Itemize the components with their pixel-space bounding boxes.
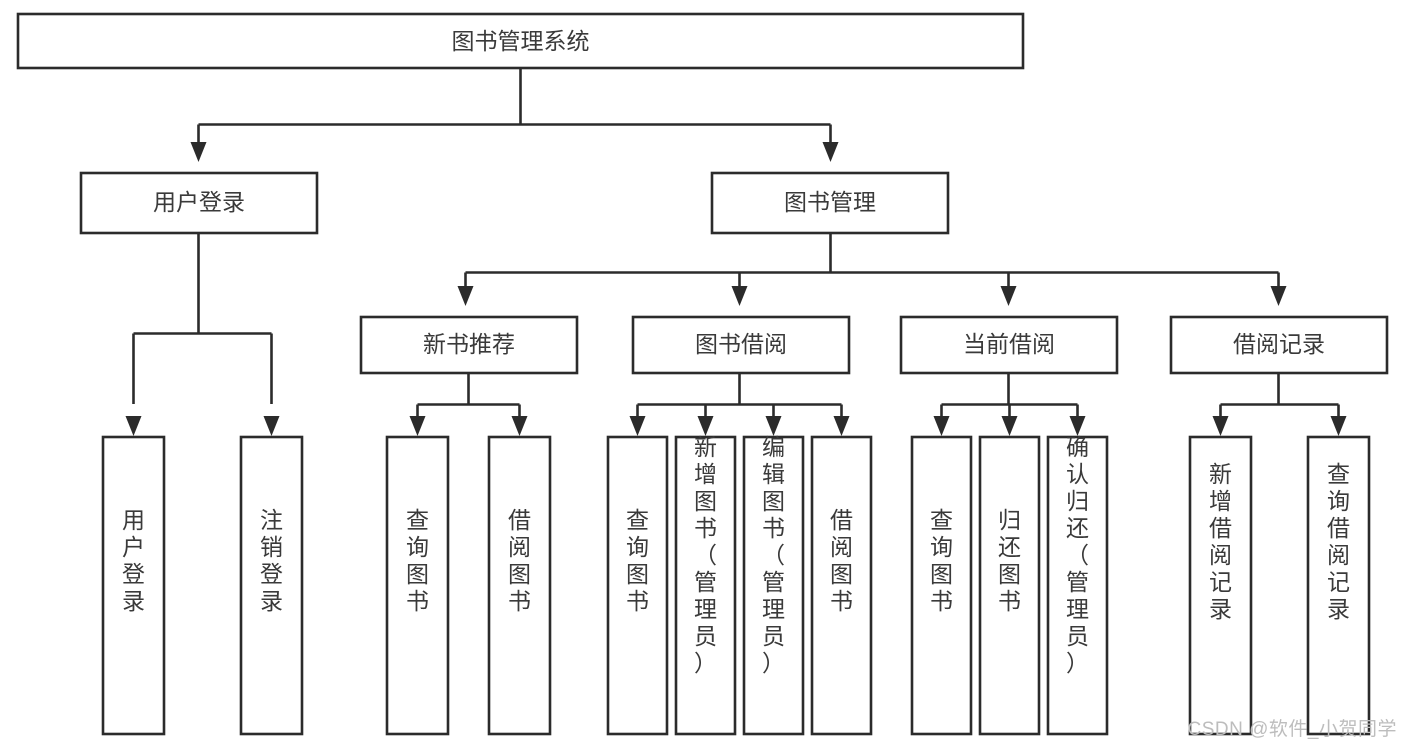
node-label-leaf-current-borrow-1: 归还图书 (998, 507, 1021, 614)
node-box-leaf-book-borrow-0 (606, 435, 669, 736)
arrow-icon-leaf-user-login-1 (263, 416, 280, 436)
node-box-leaf-book-borrow-3 (810, 435, 873, 736)
node-label-leaf-book-borrow-3: 借阅图书 (830, 507, 853, 614)
leaf-node-new-book-recommend-1[interactable]: 借阅图书 (487, 435, 552, 736)
arrow-icon-new-book (457, 286, 474, 306)
leaf-node-book-borrow-1[interactable]: 新增图书（管理员） (674, 434, 737, 736)
node-box-user-login (79, 171, 319, 235)
arrow-icon-leaf-new-book-0 (409, 416, 426, 436)
node-box-leaf-current-borrow-1 (978, 435, 1041, 736)
arrow-icon-current-borrow (1000, 286, 1017, 306)
node-label-leaf-user-login-1: 注销登录 (260, 507, 283, 614)
node-label-leaf-borrow-record-0: 新增借阅记录 (1209, 461, 1232, 622)
node-new-book-recommend[interactable]: 新书推荐 (359, 315, 579, 375)
node-current-borrow[interactable]: 当前借阅 (899, 315, 1119, 375)
node-borrow-record[interactable]: 借阅记录 (1169, 315, 1389, 375)
arrow-icon-leaf-book-borrow-0 (629, 416, 646, 436)
arrow-icon-leaf-book-borrow-2 (765, 416, 782, 436)
node-box-new-book-recommend (359, 315, 579, 375)
leaf-node-borrow-record-1[interactable]: 查询借阅记录 (1306, 435, 1371, 736)
node-label-current-borrow: 当前借阅 (963, 331, 1055, 357)
arrow-icon-leaf-book-borrow-3 (833, 416, 850, 436)
node-box-leaf-borrow-record-1 (1306, 435, 1371, 736)
node-label-book-management: 图书管理 (784, 189, 876, 215)
node-label-leaf-borrow-record-1: 查询借阅记录 (1327, 461, 1350, 622)
node-label-new-book-recommend: 新书推荐 (423, 331, 515, 357)
node-label-borrow-record: 借阅记录 (1233, 331, 1325, 357)
node-book-management[interactable]: 图书管理 (710, 171, 950, 235)
leaf-node-new-book-recommend-0[interactable]: 查询图书 (385, 435, 450, 736)
arrow-icon-leaf-borrow-record-0 (1212, 416, 1229, 436)
node-root-book-management-system[interactable]: 图书管理系统 (16, 12, 1025, 70)
node-box-leaf-current-borrow-0 (910, 435, 973, 736)
leaf-node-user-login-0[interactable]: 用户登录 (101, 435, 166, 736)
node-label-leaf-book-borrow-2: 编辑图书（管理员） (762, 434, 785, 676)
node-label-leaf-book-borrow-1: 新增图书（管理员） (694, 434, 717, 676)
arrow-icon-leaf-borrow-record-1 (1330, 416, 1347, 436)
leaf-node-book-borrow-2[interactable]: 编辑图书（管理员） (742, 434, 805, 736)
arrow-icon-leaf-book-borrow-1 (697, 416, 714, 436)
leaf-node-borrow-record-0[interactable]: 新增借阅记录 (1188, 435, 1253, 736)
arrow-icon-book-borrow (731, 286, 748, 306)
leaf-node-current-borrow-1[interactable]: 归还图书 (978, 435, 1041, 736)
arrow-icon-borrow-record (1270, 286, 1287, 306)
node-box-book-borrow (631, 315, 851, 375)
node-label-book-borrow: 图书借阅 (695, 331, 787, 357)
node-box-leaf-book-borrow-2 (742, 435, 805, 736)
node-user-login[interactable]: 用户登录 (79, 171, 319, 235)
arrow-icon-book-manage (822, 142, 839, 162)
node-box-leaf-current-borrow-2 (1046, 435, 1109, 736)
node-box-leaf-new-book-0 (385, 435, 450, 736)
node-label-leaf-current-borrow-2: 确认归还（管理员） (1066, 434, 1089, 676)
node-label-leaf-new-book-1: 借阅图书 (508, 507, 531, 614)
node-box-current-borrow (899, 315, 1119, 375)
node-label-user-login: 用户登录 (153, 189, 245, 215)
arrow-icon-leaf-new-book-1 (511, 416, 528, 436)
node-label-leaf-new-book-0: 查询图书 (406, 507, 429, 614)
node-box-root (16, 12, 1025, 70)
node-book-borrow[interactable]: 图书借阅 (631, 315, 851, 375)
leaf-node-user-login-1[interactable]: 注销登录 (239, 435, 304, 736)
node-label-root: 图书管理系统 (452, 28, 590, 54)
leaf-node-current-borrow-2[interactable]: 确认归还（管理员） (1046, 434, 1109, 736)
arrow-icon-leaf-user-login-0 (125, 416, 142, 436)
node-box-borrow-record (1169, 315, 1389, 375)
arrow-icon-leaf-current-borrow-2 (1069, 416, 1086, 436)
arrow-icon-leaf-current-borrow-0 (933, 416, 950, 436)
node-label-leaf-book-borrow-0: 查询图书 (626, 507, 649, 614)
node-box-leaf-user-login-1 (239, 435, 304, 736)
leaf-node-book-borrow-3[interactable]: 借阅图书 (810, 435, 873, 736)
node-box-leaf-user-login-0 (101, 435, 166, 736)
node-box-leaf-book-borrow-1 (674, 435, 737, 736)
leaf-node-book-borrow-0[interactable]: 查询图书 (606, 435, 669, 736)
node-label-leaf-user-login-0: 用户登录 (122, 507, 145, 614)
node-box-leaf-new-book-1 (487, 435, 552, 736)
node-box-leaf-borrow-record-0 (1188, 435, 1253, 736)
node-box-book-management (710, 171, 950, 235)
leaf-node-current-borrow-0[interactable]: 查询图书 (910, 435, 973, 736)
arrow-icon-user-login (190, 142, 207, 162)
arrow-icon-leaf-current-borrow-1 (1001, 416, 1018, 436)
node-label-leaf-current-borrow-0: 查询图书 (930, 507, 953, 614)
